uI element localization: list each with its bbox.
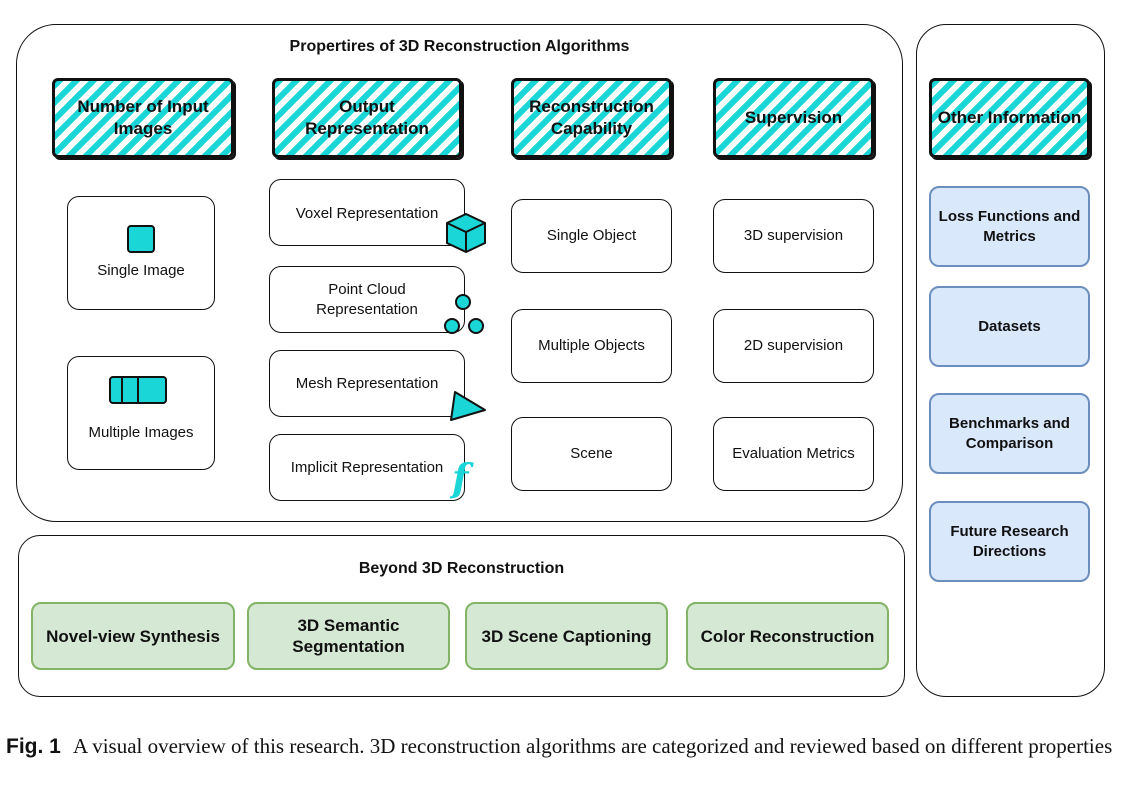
3d-supervision-box: 3D supervision <box>713 199 874 273</box>
multiple-images-box: Multiple Images <box>67 356 215 470</box>
single-image-icon <box>127 225 155 253</box>
beyond-item-color-reconstruction: Color Reconstruction <box>686 602 889 670</box>
figure-label: Fig. 1 <box>6 735 61 758</box>
voxel-representation-box: Voxel Representation <box>269 179 465 246</box>
single-object-box: Single Object <box>511 199 672 273</box>
multiple-images-icon <box>109 376 167 404</box>
evaluation-metrics-box: Evaluation Metrics <box>713 417 874 491</box>
header-input-images: Number of Input Images <box>52 78 234 158</box>
multiple-objects-label: Multiple Objects <box>538 337 645 354</box>
point-cloud-icon <box>444 294 484 334</box>
single-object-label: Single Object <box>546 227 637 244</box>
mesh-representation-label: Mesh Representation <box>295 374 439 392</box>
implicit-representation-label: Implicit Representation <box>290 458 444 476</box>
2d-supervision-label: 2D supervision <box>743 337 844 354</box>
2d-supervision-box: 2D supervision <box>713 309 874 383</box>
function-icon: f <box>452 455 469 500</box>
evaluation-metrics-label: Evaluation Metrics <box>732 445 855 462</box>
header-other-information: Other Information <box>929 78 1090 158</box>
beyond-panel-title: Beyond 3D Reconstruction <box>358 560 565 577</box>
implicit-representation-box: Implicit Representation <box>269 434 465 501</box>
cube-icon <box>446 212 486 254</box>
header-reconstruction-capability: Reconstruction Capability <box>511 78 672 158</box>
other-item-loss-functions: Loss Functions and Metrics <box>929 186 1090 267</box>
other-item-benchmarks: Benchmarks and Comparison <box>929 393 1090 474</box>
properties-panel-title: Propertires of 3D Reconstruction Algorit… <box>289 38 630 55</box>
figure-caption-text: A visual overview of this research. 3D r… <box>72 734 1113 758</box>
scene-box: Scene <box>511 417 672 491</box>
3d-supervision-label: 3D supervision <box>743 227 844 244</box>
triangle-icon <box>450 391 486 421</box>
other-item-datasets: Datasets <box>929 286 1090 367</box>
header-supervision: Supervision <box>713 78 874 158</box>
voxel-representation-label: Voxel Representation <box>295 205 439 222</box>
point-cloud-representation-label: Point Cloud Representation <box>316 280 418 318</box>
point-cloud-representation-box: Point Cloud Representation <box>269 266 465 333</box>
mesh-representation-box: Mesh Representation <box>269 350 465 417</box>
multiple-objects-box: Multiple Objects <box>511 309 672 383</box>
beyond-item-novel-view: Novel-view Synthesis <box>31 602 235 670</box>
beyond-item-semantic-segmentation: 3D Semantic Segmentation <box>247 602 450 670</box>
multiple-images-label: Multiple Images <box>88 424 194 441</box>
header-output-representation: Output Representation <box>272 78 462 158</box>
other-item-future-research: Future Research Directions <box>929 501 1090 582</box>
scene-label: Scene <box>570 445 613 462</box>
beyond-item-scene-captioning: 3D Scene Captioning <box>465 602 668 670</box>
single-image-label: Single Image <box>97 262 185 279</box>
figure-caption: Fig. 1 A visual overview of this researc… <box>6 733 1121 760</box>
